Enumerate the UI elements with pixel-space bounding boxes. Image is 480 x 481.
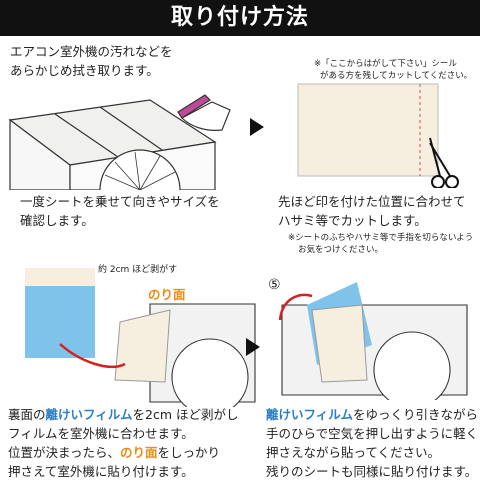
next-arrow-icon-2 (246, 338, 260, 356)
step4-text-line2: フィルムを室外機に合わせます。 (8, 426, 194, 441)
step1-illustration (8, 94, 231, 190)
step1-text-line2: あらかじめ拭き取ります。 (10, 63, 159, 78)
step4-text-line4: 押さえて室外機に貼り付けます。 (8, 464, 194, 479)
step5-text-line2: 手のひらで空気を押し出すように軽く (266, 426, 479, 441)
step5-text-line3: 押さえながら貼ってください。 (266, 445, 441, 460)
step2-note-line1: ※「ここからはがして下さい」シール (314, 59, 457, 69)
step4-illustration (25, 268, 256, 407)
step2-illustration (297, 83, 459, 188)
next-arrow-icon (250, 118, 264, 136)
step2-sub-line2: お気をつけください。 (298, 245, 384, 255)
step3-text-line2: 確認します。 (20, 213, 94, 228)
step5-number: ⑤ (268, 277, 281, 293)
step3-text-line1: 一度シートを乗せて向きやサイズを (20, 194, 220, 209)
step5-text-line4: 残りのシートも同様に貼り付けます。 (266, 464, 478, 479)
peel-label: 約 2cm ほど剥がす (98, 265, 178, 275)
step4-text-line1: 裏面の離けいフィルムを2cm ほど剥がし (8, 407, 239, 422)
step5-text-line1: 離けいフィルムをゆっくり引きながら (266, 407, 479, 422)
step2-text-line1: 先ほど印を付けた位置に合わせて (278, 194, 466, 209)
page-title: 取り付け方法 (0, 0, 480, 36)
glue-label: のり面 (148, 287, 186, 302)
step5-illustration (278, 282, 468, 400)
step2-text-line2: ハサミ等でカットします。 (278, 213, 427, 228)
step2-note-line2: がある方を残してカットしてください。 (320, 71, 473, 81)
step1-text-line1: エアコン室外機の汚れなどを (10, 44, 173, 59)
step4-text-line3: 位置が決まったら、のり面をしっかり (8, 445, 221, 460)
step2-sub-line1: ※シートのふちやハサミ等で手指を切らないよう (288, 233, 474, 243)
